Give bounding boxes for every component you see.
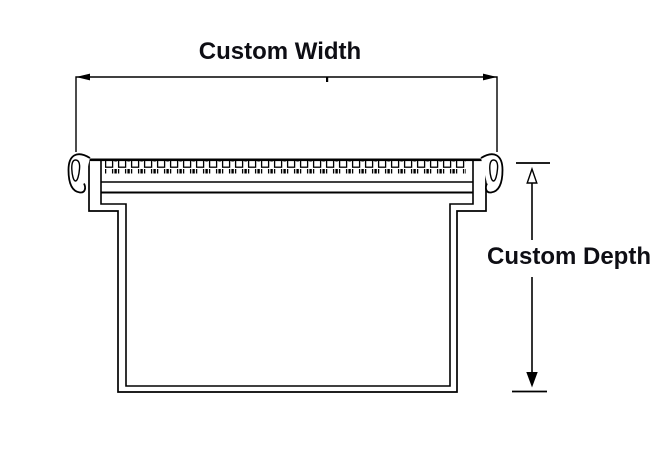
depth-arrow-up-icon (526, 166, 538, 184)
grate-top-bar (89, 158, 486, 162)
width-arrow-right-icon (483, 73, 497, 81)
width-text-anchor-tick (326, 77, 329, 82)
depth-arrow-down-icon (526, 372, 538, 388)
drain-body (67, 153, 504, 393)
left-edge-curl (67, 153, 91, 194)
grate-teeth (105, 161, 466, 174)
depth-dimension (512, 162, 550, 393)
custom-depth-label: Custom Depth (487, 243, 651, 270)
width-dimension (75, 73, 498, 152)
right-curl-slot (489, 159, 499, 182)
grate (89, 158, 486, 194)
channel-inner-wall (100, 160, 474, 387)
width-dimension-line (75, 76, 498, 152)
right-edge-curl (480, 153, 504, 194)
width-arrow-left-icon (76, 73, 90, 81)
channel-outer-wall (88, 160, 487, 393)
custom-width-label: Custom Width (198, 38, 362, 65)
left-curl-slot (71, 159, 81, 182)
